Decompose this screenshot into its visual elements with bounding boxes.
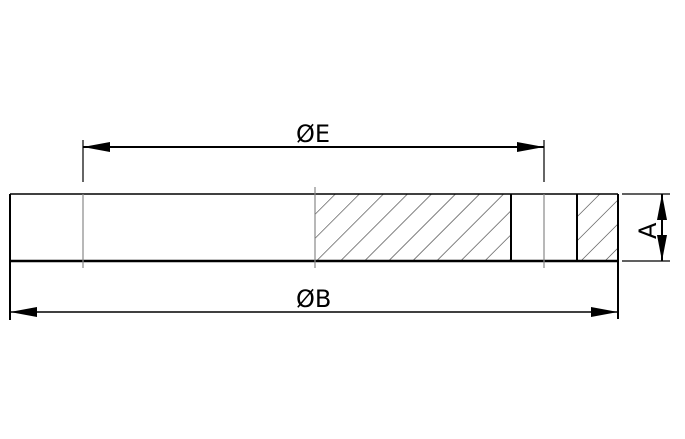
arrow-down-icon [657,235,667,261]
arrow-right-icon [517,142,544,152]
dimension-b: ØB [10,285,618,317]
arrow-left-icon [10,307,37,317]
dimension-e: ØE [83,120,544,152]
label-diameter-b: ØB [296,285,331,313]
arrow-up-icon [657,194,667,220]
label-thickness-a: A [634,222,662,239]
hatch-region-rim [577,194,618,261]
centerlines [82,187,545,268]
label-diameter-e: ØE [296,120,330,148]
section-hatching [315,194,618,261]
dimension-a: A [622,193,670,262]
hatch-region-body [315,194,511,261]
flange-outline [9,193,619,320]
arrow-left-icon [83,142,110,152]
arrow-right-icon [591,307,618,317]
